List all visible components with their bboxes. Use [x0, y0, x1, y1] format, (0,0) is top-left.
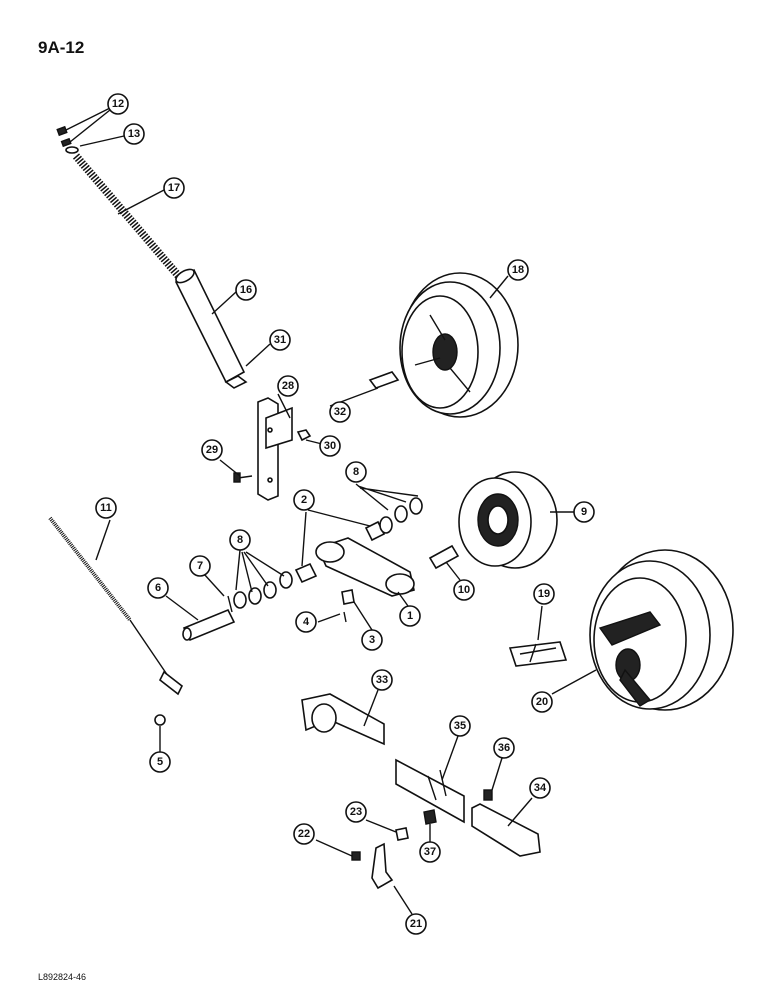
- callout-33: 33: [371, 669, 393, 691]
- callout-23: 23: [345, 801, 367, 823]
- callout-22: 22: [293, 823, 315, 845]
- callout-34: 34: [529, 777, 551, 799]
- svg-text:3: 3: [369, 634, 375, 646]
- part-channel: [395, 758, 465, 824]
- callout-18: 18: [507, 259, 529, 281]
- part-bolt: [233, 472, 253, 483]
- svg-text:5: 5: [157, 756, 163, 768]
- svg-text:1: 1: [407, 610, 413, 622]
- part-tension-arm: [301, 693, 385, 746]
- svg-text:9: 9: [581, 506, 587, 518]
- svg-text:20: 20: [536, 696, 548, 708]
- callout-7: 7: [189, 555, 211, 577]
- svg-text:13: 13: [128, 128, 140, 140]
- svg-text:33: 33: [376, 674, 388, 686]
- callout-17: 17: [163, 177, 185, 199]
- svg-text:22: 22: [298, 828, 310, 840]
- svg-text:8: 8: [353, 466, 359, 478]
- svg-text:36: 36: [498, 742, 510, 754]
- part-shoe: [471, 803, 541, 857]
- callout-5: 5: [149, 751, 171, 773]
- callout-4: 4: [295, 611, 317, 633]
- svg-text:28: 28: [282, 380, 294, 392]
- callout-3: 3: [361, 629, 383, 651]
- svg-text:17: 17: [168, 182, 180, 194]
- callout-6: 6: [147, 577, 169, 599]
- callout-29: 29: [201, 439, 223, 461]
- callout-36: 36: [493, 737, 515, 759]
- callout-35: 35: [449, 715, 471, 737]
- part-tube: [174, 268, 246, 384]
- svg-text:10: 10: [458, 584, 470, 596]
- callout-9: 9: [573, 501, 595, 523]
- callout-2: 2: [293, 489, 315, 511]
- svg-text:30: 30: [324, 440, 336, 452]
- part-nut-small: [296, 429, 312, 442]
- svg-text:19: 19: [538, 588, 550, 600]
- callout-8-lower: 8: [229, 529, 251, 551]
- part-bolt-36: [483, 789, 493, 801]
- svg-text:31: 31: [274, 334, 286, 346]
- callout-11: 11: [95, 497, 117, 519]
- part-spring: [72, 153, 186, 283]
- svg-text:11: 11: [100, 502, 112, 514]
- callout-16: 16: [235, 279, 257, 301]
- part-pulley-large: [399, 272, 519, 418]
- svg-text:34: 34: [534, 782, 547, 794]
- svg-text:12: 12: [112, 98, 124, 110]
- callout-1: 1: [399, 605, 421, 627]
- part-small-key: [224, 375, 248, 389]
- svg-text:4: 4: [303, 616, 310, 628]
- part-bolt-22: [351, 851, 361, 861]
- svg-text:21: 21: [410, 918, 422, 930]
- part-pulley-grooved: [589, 549, 734, 711]
- part-nut-23: [395, 827, 409, 841]
- svg-text:2: 2: [301, 494, 307, 506]
- svg-text:16: 16: [240, 284, 252, 296]
- part-nut-37: [423, 809, 437, 825]
- part-guide: [508, 641, 568, 667]
- part-key: [368, 371, 400, 389]
- callout-10: 10: [453, 579, 475, 601]
- callout-21: 21: [405, 913, 427, 935]
- callout-19: 19: [533, 583, 555, 605]
- callout-30: 30: [319, 435, 341, 457]
- part-pin: [182, 608, 236, 642]
- callout-12: 12: [107, 93, 129, 115]
- callout-13: 13: [123, 123, 145, 145]
- callout-8-upper: 8: [345, 461, 367, 483]
- callout-28: 28: [277, 375, 299, 397]
- callout-31: 31: [269, 329, 291, 351]
- part-nut: [56, 125, 79, 154]
- drawing-code: L892824-46: [38, 972, 87, 982]
- svg-text:37: 37: [424, 846, 436, 858]
- svg-text:7: 7: [197, 560, 203, 572]
- svg-text:35: 35: [454, 720, 466, 732]
- svg-text:18: 18: [512, 264, 524, 276]
- part-stud: [428, 544, 460, 570]
- part-nut-rod: [154, 714, 166, 726]
- part-cotter: [227, 589, 355, 623]
- callout-37: 37: [419, 841, 441, 863]
- part-arm: [315, 537, 415, 597]
- part-rod: [48, 516, 184, 696]
- part-idler-pulley: [458, 471, 558, 569]
- part-bushing: [294, 520, 386, 584]
- svg-text:23: 23: [350, 806, 362, 818]
- svg-text:32: 32: [334, 406, 346, 418]
- part-bracket-21: [371, 842, 394, 890]
- leader-lines: [65, 107, 597, 915]
- callout-20: 20: [531, 691, 553, 713]
- callout-32: 32: [329, 401, 351, 423]
- part-bracket: [257, 397, 293, 501]
- page-number: 9A-12: [38, 38, 85, 57]
- svg-text:29: 29: [206, 444, 218, 456]
- svg-text:6: 6: [155, 582, 161, 594]
- svg-text:8: 8: [237, 534, 243, 546]
